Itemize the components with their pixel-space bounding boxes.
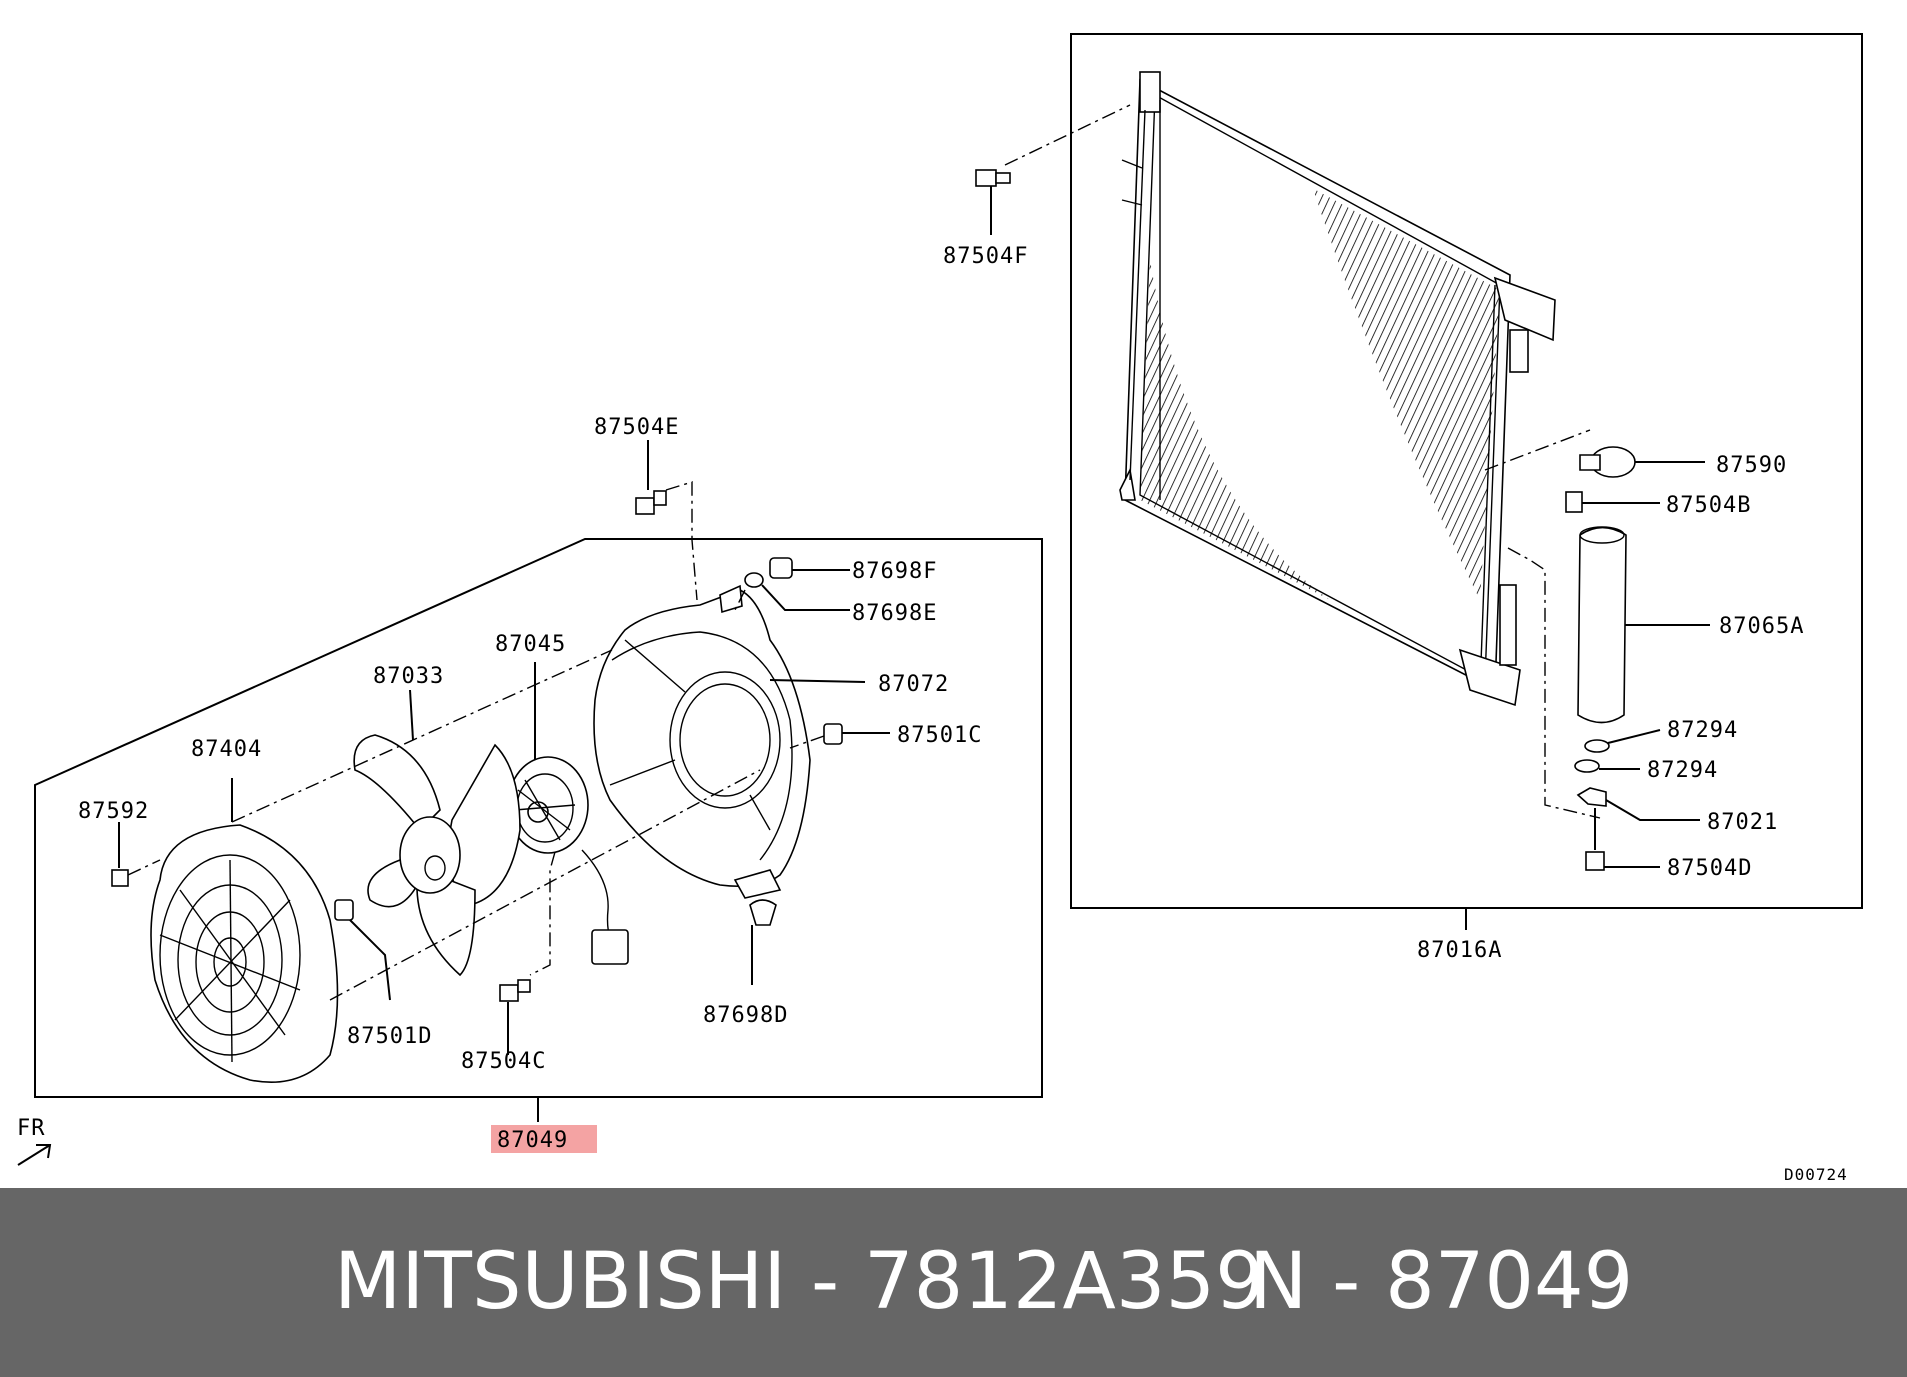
footer-reference-number: N - 87049	[1249, 1237, 1634, 1327]
fan-assembly-frame	[34, 538, 1043, 1098]
grommet-87698E	[734, 572, 850, 611]
bolt-87504B	[1565, 491, 1660, 513]
label-87294-lower: 87294	[1647, 758, 1718, 783]
bolt-87504C	[499, 979, 531, 1055]
bolt-87504E	[635, 440, 698, 601]
label-87021: 87021	[1707, 810, 1778, 835]
label-87504D: 87504D	[1667, 856, 1752, 881]
label-87033: 87033	[373, 664, 444, 689]
label-87501D: 87501D	[347, 1024, 432, 1049]
nut-87501D	[334, 899, 391, 1001]
label-87698E: 87698E	[852, 601, 937, 626]
receiver-drier-87065A	[1577, 526, 1710, 724]
fan-shroud-87072	[593, 584, 866, 899]
condenser-drawing	[1119, 71, 1556, 707]
label-87045: 87045	[495, 632, 566, 657]
label-87294-upper: 87294	[1667, 718, 1738, 743]
front-label: FR	[17, 1116, 46, 1141]
label-87592: 87592	[78, 799, 149, 824]
diagram-code: D00724	[1784, 1165, 1848, 1184]
label-87504C: 87504C	[461, 1049, 546, 1074]
label-87504E: 87504E	[594, 415, 679, 440]
label-87404: 87404	[191, 737, 262, 762]
bracket-87021	[1576, 787, 1700, 821]
o-ring-87294-lower	[1574, 759, 1600, 773]
highlight-87049[interactable]	[491, 1125, 597, 1153]
fan-guard-87404	[150, 778, 339, 1083]
clamp-87590	[1579, 446, 1705, 478]
label-87504F: 87504F	[943, 244, 1028, 269]
label-87504B: 87504B	[1666, 493, 1751, 518]
fan-motor-87045	[507, 662, 629, 976]
front-direction-arrow	[17, 1144, 52, 1166]
nut-87501C	[789, 723, 890, 749]
screw-87592	[111, 822, 161, 887]
grommet-87698F	[769, 557, 850, 579]
bolt-87504F	[975, 169, 1011, 235]
label-87016A: 87016A	[1417, 938, 1502, 963]
label-87501C: 87501C	[897, 723, 982, 748]
footer-bar: MITSUBISHI - 7812A359 N - 87049	[0, 1188, 1907, 1377]
label-87590: 87590	[1716, 453, 1787, 478]
grommet-87698D	[749, 899, 777, 985]
label-87072: 87072	[878, 672, 949, 697]
o-ring-87294-upper	[1584, 739, 1610, 753]
label-87698D: 87698D	[703, 1003, 788, 1028]
label-87049[interactable]: 87049	[497, 1128, 568, 1153]
label-87698F: 87698F	[852, 559, 937, 584]
fan-blade-87033	[353, 689, 521, 977]
parts-diagram: 87504F 87504E 87698F 87698E 87045 87033 …	[17, 33, 1863, 1184]
bolt-87504D	[1585, 808, 1660, 871]
footer-brand-part-number: MITSUBISHI - 7812A359	[334, 1237, 1265, 1327]
label-87065A: 87065A	[1719, 614, 1804, 639]
